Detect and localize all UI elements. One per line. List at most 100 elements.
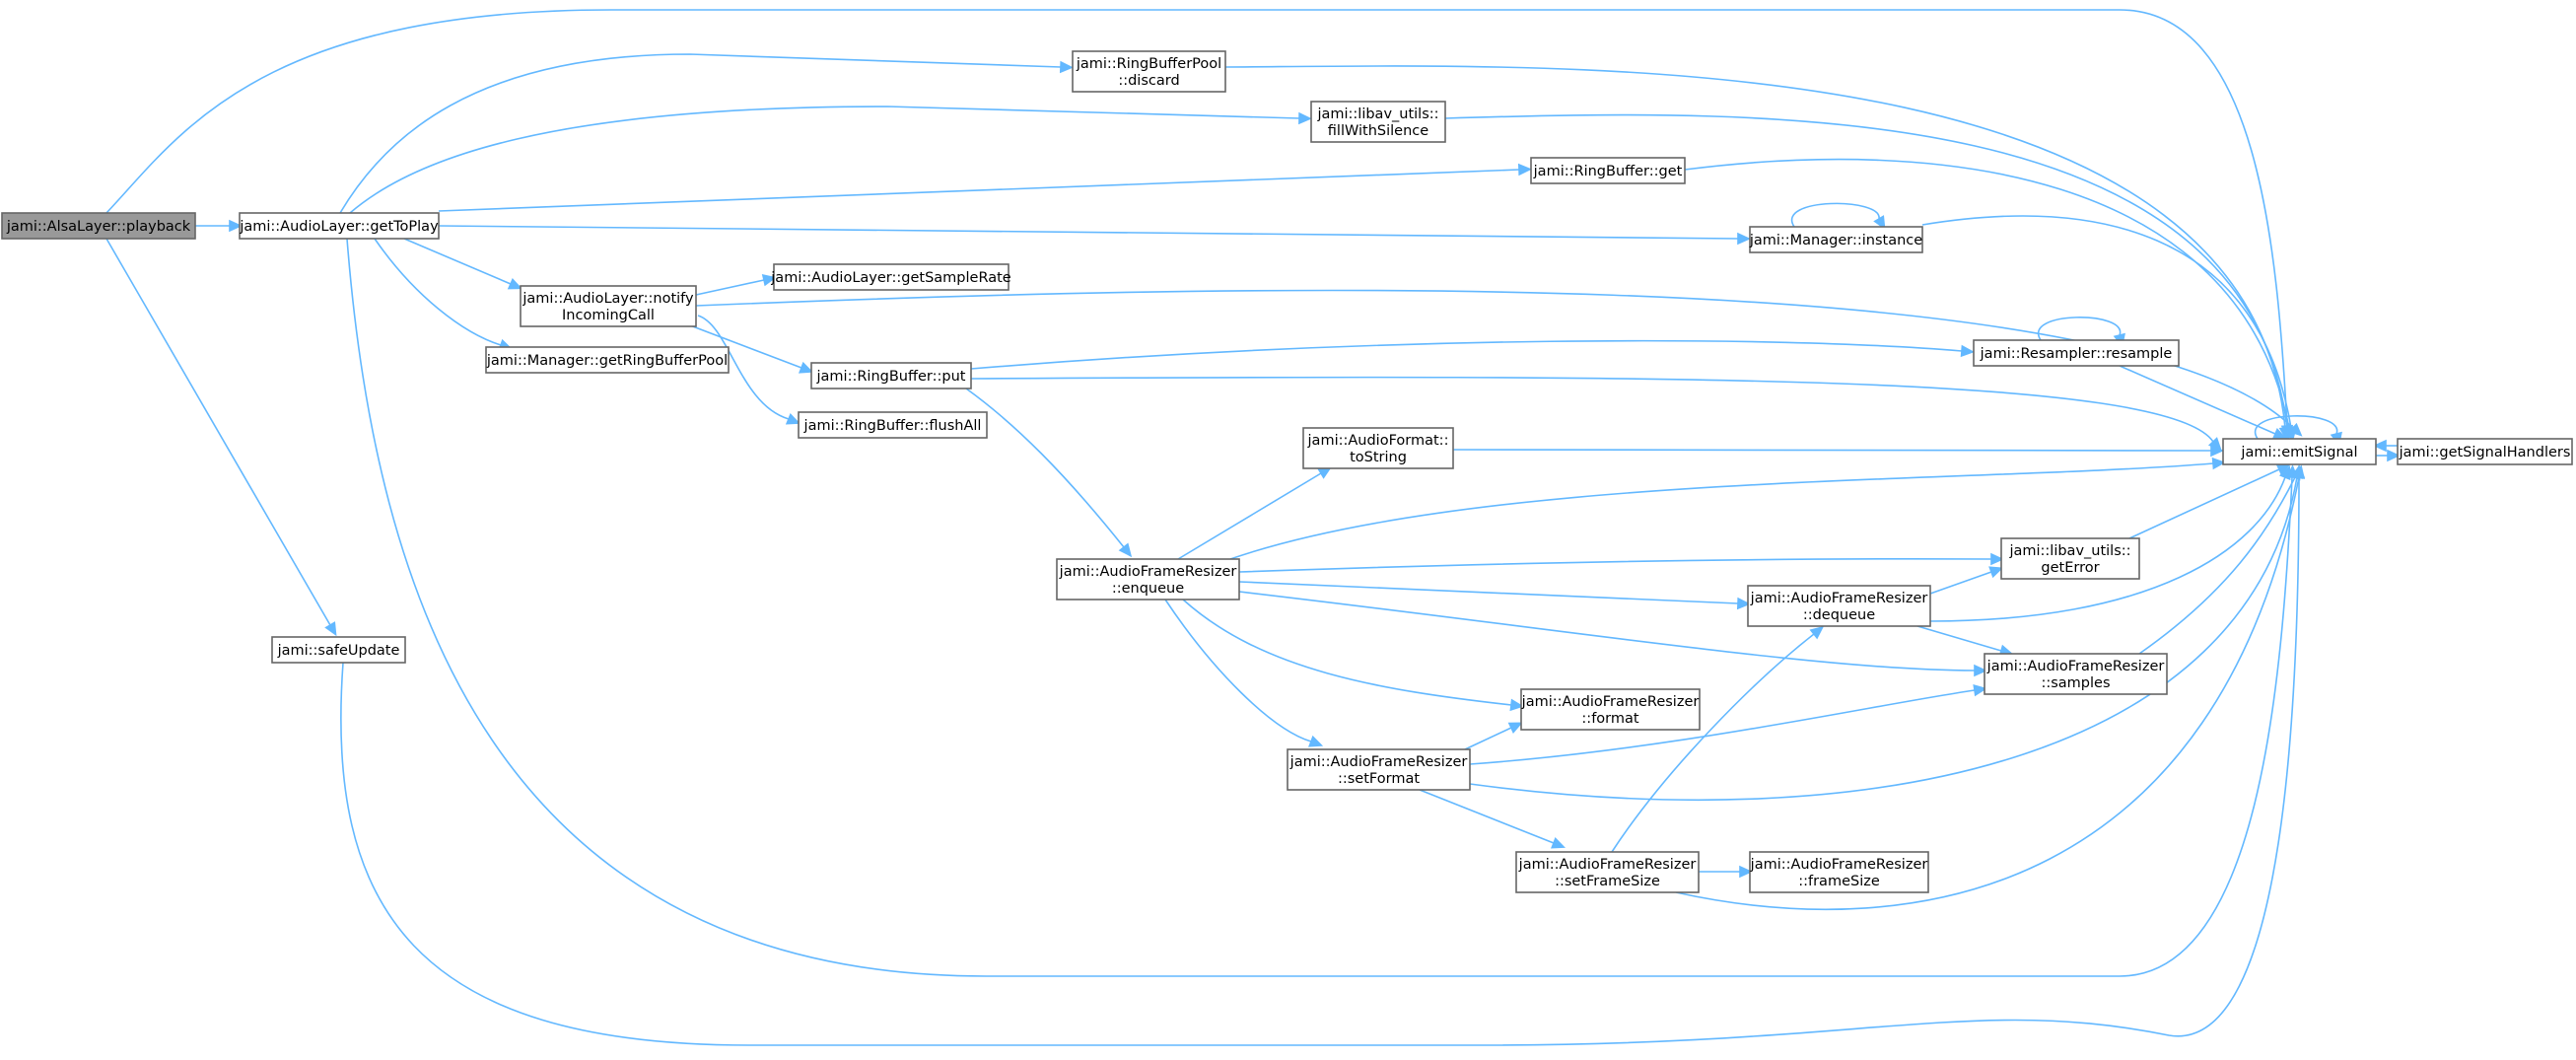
node-label: jami::AudioFormat:: xyxy=(1307,433,1449,449)
node-label: jami::getSignalHandlers xyxy=(2399,445,2571,460)
node-rb-get[interactable]: jami::RingBuffer::get xyxy=(1530,157,1686,184)
node-set-format[interactable]: jami::AudioFrameResizer::setFormat xyxy=(1287,748,1471,791)
edge-set-frame-size-to-emit-signal xyxy=(1675,464,2305,911)
node-get-sample-rate[interactable]: jami::AudioLayer::getSampleRate xyxy=(770,263,1011,291)
node-box xyxy=(2000,537,2140,580)
arrowhead-icon xyxy=(1988,566,2004,579)
edge-line xyxy=(339,53,1062,214)
node-instance[interactable]: jami::Manager::instance xyxy=(1749,226,1923,253)
edge-line xyxy=(1675,476,2300,911)
node-box xyxy=(271,636,406,664)
arrowhead-icon xyxy=(1960,344,1975,358)
node-frame-size[interactable]: jami::AudioFrameResizer::frameSize xyxy=(1749,851,1929,893)
edge-line xyxy=(1182,599,1512,706)
arrowhead-icon xyxy=(2373,439,2387,453)
edge-line xyxy=(346,238,2293,977)
arrowhead-icon xyxy=(1298,111,1312,125)
node-label: jami::AudioFrameResizer xyxy=(1059,564,1237,580)
edge-rb-put-to-emit-signal xyxy=(970,376,2222,452)
node-playback[interactable]: jami::AlsaLayer::playback xyxy=(1,212,196,240)
arrowhead-icon xyxy=(1737,232,1751,246)
node-get-ring-buffer-pool[interactable]: jami::Manager::getRingBufferPool xyxy=(485,346,730,374)
edge-line xyxy=(1177,472,1322,560)
node-label: jami::AudioFrameResizer xyxy=(1289,754,1468,770)
edge-line xyxy=(1611,633,1815,853)
edge-line xyxy=(1684,158,2290,429)
node-dequeue[interactable]: jami::AudioFrameResizer::dequeue xyxy=(1747,585,1931,627)
edge-line xyxy=(438,225,1739,240)
arrowhead-icon xyxy=(2292,464,2305,480)
node-get-signal-handlers[interactable]: jami::getSignalHandlers xyxy=(2397,438,2573,465)
edge-line xyxy=(970,339,1963,370)
node-discard[interactable]: jami::RingBufferPool::discard xyxy=(1072,50,1226,93)
node-box xyxy=(1747,585,1931,627)
edge-samples-to-emit-signal xyxy=(2138,465,2301,655)
node-label: jami::libav_utils:: xyxy=(2008,543,2130,559)
node-enqueue[interactable]: jami::AudioFrameResizer::enqueue xyxy=(1056,558,1240,601)
node-label: jami::AudioLayer::getSampleRate xyxy=(770,270,1010,286)
edge-line xyxy=(105,238,331,626)
node-box xyxy=(798,411,988,439)
node-label: jami::emitSignal xyxy=(2240,445,2357,460)
edge-playback-to-safe-update xyxy=(105,238,337,637)
node-format[interactable]: jami::AudioFrameResizer::format xyxy=(1520,688,1701,731)
node-label: jami::safeUpdate xyxy=(277,643,400,659)
edge-line xyxy=(1916,625,2002,652)
edge-line xyxy=(2254,415,2338,440)
edge-line xyxy=(349,106,1300,214)
edge-get-to-play-to-notify-incoming-call xyxy=(403,238,522,290)
node-box xyxy=(485,346,730,374)
node-label: getError xyxy=(2041,560,2099,576)
arrowhead-icon xyxy=(761,274,777,287)
node-box xyxy=(773,263,1010,291)
node-get-to-play[interactable]: jami::AudioLayer::getToPlay xyxy=(239,212,440,240)
arrowhead-icon xyxy=(785,412,801,425)
node-label: ::enqueue xyxy=(1112,581,1184,597)
arrowhead-icon xyxy=(2210,444,2224,458)
edge-line xyxy=(1790,202,1880,228)
edge-instance-to-instance xyxy=(1790,202,1886,231)
node-box xyxy=(2397,438,2573,465)
node-set-frame-size[interactable]: jami::AudioFrameResizer::setFrameSize xyxy=(1515,851,1700,893)
node-flush-all[interactable]: jami::RingBuffer::flushAll xyxy=(798,411,988,439)
edge-line xyxy=(340,476,2300,1046)
node-to-string[interactable]: jami::AudioFormat::toString xyxy=(1302,427,1454,469)
edge-enqueue-to-format xyxy=(1182,599,1524,712)
node-emit-signal[interactable]: jami::emitSignal xyxy=(2222,438,2377,465)
arrowhead-icon xyxy=(1739,865,1753,879)
edge-get-error-to-emit-signal xyxy=(2128,463,2291,539)
edge-dequeue-to-get-error xyxy=(1929,566,2004,595)
node-fill-with-silence[interactable]: jami::libav_utils::fillWithSilence xyxy=(1310,101,1446,143)
node-label: ::samples xyxy=(2041,675,2110,691)
node-box xyxy=(1515,851,1700,893)
arrowhead-icon xyxy=(1308,735,1324,747)
edge-enqueue-to-dequeue xyxy=(1238,581,1751,610)
node-label: jami::AudioFrameResizer xyxy=(1986,659,2165,674)
node-rb-put[interactable]: jami::RingBuffer::put xyxy=(810,362,972,389)
arrowhead-icon xyxy=(1736,597,1751,610)
node-box xyxy=(1,212,196,240)
edge-line xyxy=(1229,462,2214,560)
edge-line xyxy=(1464,727,1512,750)
arrowhead-icon xyxy=(1118,542,1133,558)
edge-line xyxy=(1419,789,1555,844)
node-safe-update[interactable]: jami::safeUpdate xyxy=(271,636,406,664)
edge-enqueue-to-emit-signal xyxy=(1229,457,2226,560)
node-resample[interactable]: jami::Resampler::resample xyxy=(1973,339,2180,367)
arrowhead-icon xyxy=(1517,163,1532,177)
node-box xyxy=(1072,50,1226,93)
edge-get-to-play-to-discard xyxy=(339,53,1074,214)
node-label: fillWithSilence xyxy=(1328,123,1428,139)
node-get-error[interactable]: jami::libav_utils::getError xyxy=(2000,537,2140,580)
edge-playback-to-get-to-play xyxy=(195,219,243,233)
node-label: ::format xyxy=(1581,711,1638,727)
edge-set-format-to-format xyxy=(1464,722,1523,750)
node-box xyxy=(1302,427,1454,469)
node-label: ::setFormat xyxy=(1338,771,1420,787)
edge-line xyxy=(2037,317,2122,341)
node-label: jami::AudioLayer::notify xyxy=(522,291,694,307)
node-samples[interactable]: jami::AudioFrameResizer::samples xyxy=(1984,653,2168,695)
node-label: ::dequeue xyxy=(1803,607,1875,623)
edge-get-signal-handlers-to-emit-signal xyxy=(2373,439,2398,453)
